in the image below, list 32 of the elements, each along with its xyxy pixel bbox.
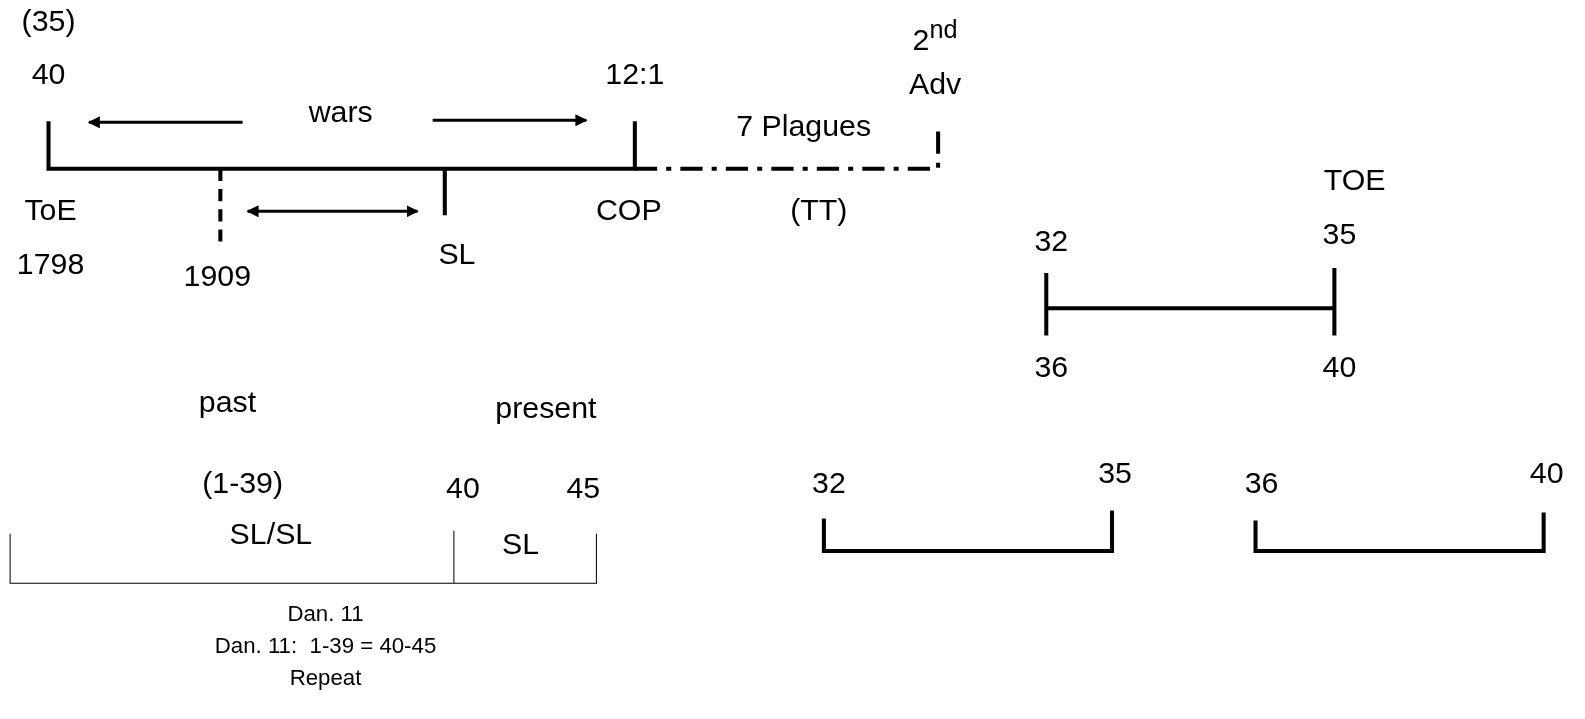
number-label: 40 xyxy=(1322,349,1357,385)
number-label: 40 xyxy=(31,56,66,91)
event-label: COP xyxy=(595,193,662,228)
number-label: 32 xyxy=(1034,223,1069,258)
year-label: 1909 xyxy=(183,258,252,294)
number-label: 36 xyxy=(1034,349,1069,385)
event-label: SL xyxy=(438,236,476,271)
section-label: SL xyxy=(502,526,540,562)
event-label: ToE xyxy=(24,193,77,228)
number-label: 35 xyxy=(1322,216,1357,251)
year-label: 1798 xyxy=(16,246,85,282)
range-label: (1-39) xyxy=(202,466,284,501)
reference-text: Dan. 11: 1-39 = 40-45 xyxy=(214,632,437,660)
number-label: 36 xyxy=(1244,466,1279,501)
event-label: 2$^{nd}$ xyxy=(912,14,958,57)
period-label: wars xyxy=(308,95,373,130)
period-label: (TT) xyxy=(790,193,848,228)
note-text: Repeat xyxy=(289,665,362,692)
section-label: SL/SL xyxy=(229,516,313,551)
period-label: past xyxy=(198,385,257,420)
event-label: Adv xyxy=(908,66,962,102)
number-label: 40 xyxy=(1529,455,1564,491)
number-label: 32 xyxy=(812,466,846,501)
number-label: 45 xyxy=(566,471,601,506)
number-label: 40 xyxy=(446,471,480,506)
number-label: (35) xyxy=(21,4,76,39)
reference-text: Dan. 11 xyxy=(287,600,364,627)
period-label: 7 Plagues xyxy=(736,109,872,144)
event-label: TOE xyxy=(1323,162,1386,198)
verse-label: 12:1 xyxy=(605,56,665,91)
number-label: 35 xyxy=(1098,455,1132,491)
period-label: present xyxy=(495,390,597,425)
